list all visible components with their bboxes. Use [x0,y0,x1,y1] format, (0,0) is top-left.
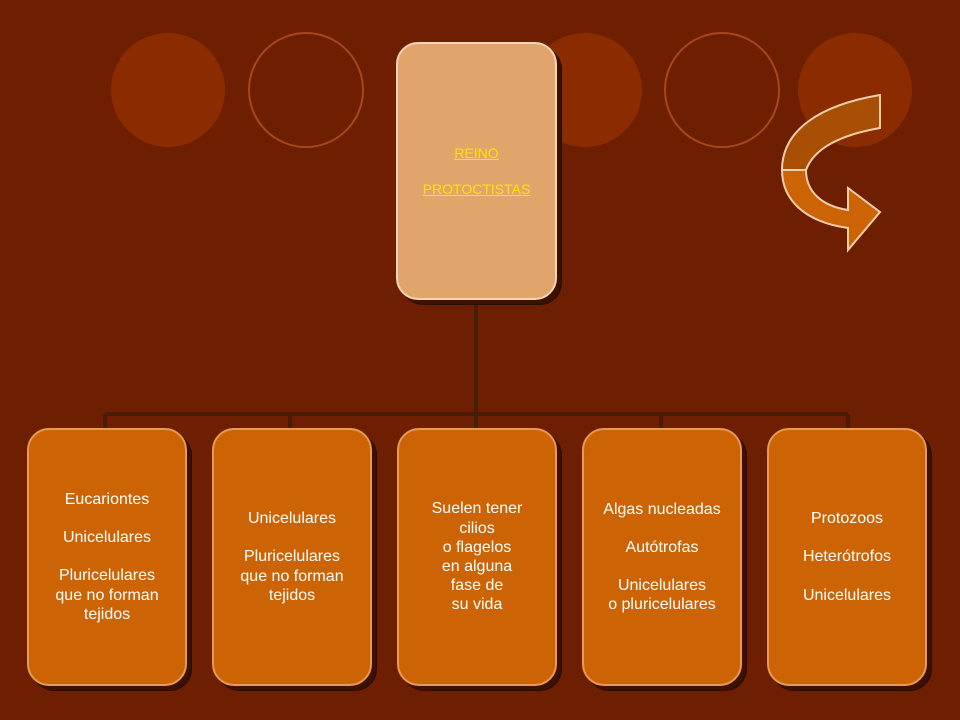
child-text-line: que no forman [240,567,344,585]
child-text-line: tejidos [83,605,131,623]
child-text-line: Algas nucleadas [603,500,721,518]
child-text-line: cilios [459,519,495,537]
child-text-line: Eucariontes [64,491,150,509]
deco-circle-outline-2 [664,32,780,148]
child-text-line: su vida [451,596,503,614]
child-text-line: Unicelulares [62,529,152,547]
tree-connectors [103,300,850,428]
child-text-line: Unicelulares [802,586,892,604]
child-text-line: que no forman [55,586,159,604]
deco-circle-outline-1 [248,32,364,148]
child-text-line: Heterótrofos [802,548,892,566]
root-link-3[interactable]: PROTOCTISTAS [422,180,531,197]
child-text-line: fase de [450,577,504,595]
child-text-line: Pluricelulares [243,548,341,566]
child-text-line: tejidos [268,586,316,604]
deco-circle-filled-1 [111,33,225,147]
child-text-line: Unicelulares [247,510,337,528]
root-link-1[interactable]: REINO [454,144,499,161]
child-text-line: Unicelulares [617,577,707,594]
child-text-line: Pluricelulares [58,567,156,585]
curved-arrow-down-right-icon [780,93,882,253]
child-text-line: en alguna [441,558,513,575]
child-text-line: o pluricelulares [608,596,716,614]
child-text-line: Suelen tener [431,500,523,518]
child-text-line: Protozoos [810,510,884,528]
child-text-line: o flagelos [442,538,512,556]
child-text-line: Autótrofas [625,538,699,556]
root-node: REINO PROTOCTISTAS [396,42,557,300]
